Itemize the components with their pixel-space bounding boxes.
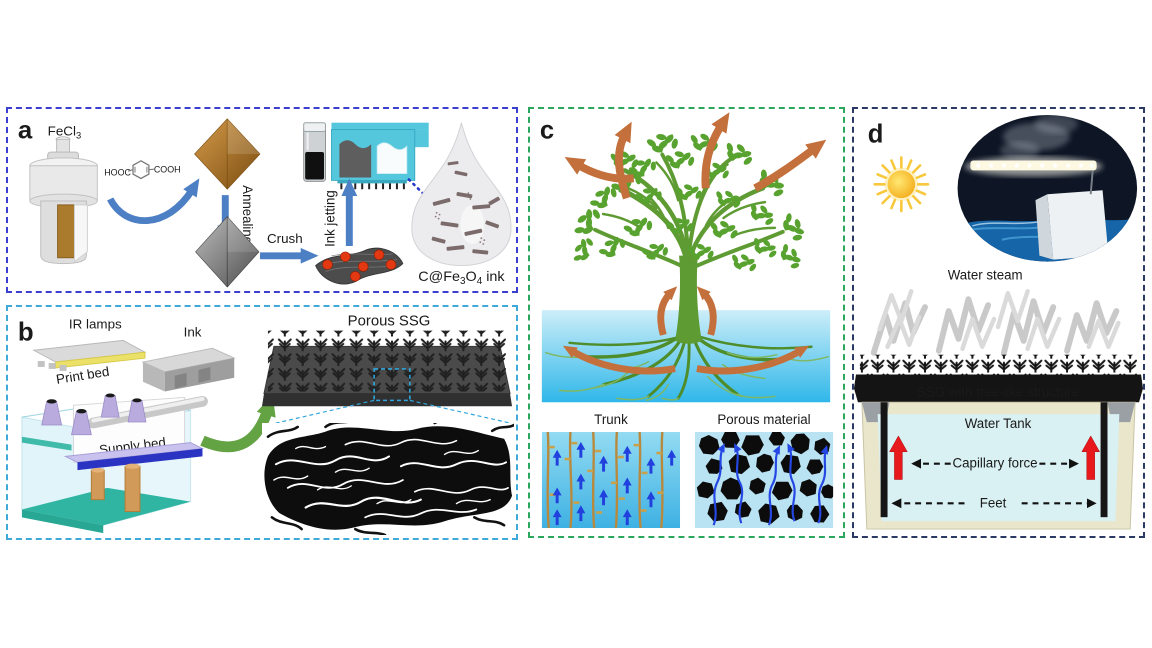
droplet-flakes	[431, 161, 500, 255]
droplet-stipple	[434, 192, 486, 245]
roller	[87, 395, 208, 429]
ink-vial-photo	[303, 122, 326, 182]
flake-with-nanoparticles	[315, 247, 404, 285]
mof-octahedron	[194, 118, 261, 190]
steam-wisps	[870, 289, 1121, 356]
annealing-label: Annealing	[240, 185, 255, 244]
porous-ssg-label: Porous SSG	[348, 314, 431, 330]
porous-material-image	[694, 431, 834, 529]
porous-ssg-slab	[262, 330, 513, 407]
porous-material-label: Porous material	[717, 412, 810, 427]
ssg-structure-label: SSG with tree-like structure	[917, 384, 1079, 399]
panel-c-illustration: c	[540, 112, 834, 529]
panel-a-letter: a	[18, 117, 33, 145]
sun-icon	[873, 156, 930, 213]
printer-tank: Supply bed	[21, 393, 208, 534]
process-green-arrow	[200, 394, 276, 453]
printed-cones	[41, 393, 147, 436]
ink-jetting-label: Ink jetting	[322, 190, 337, 247]
panel-b-illustration: b IR lamps Ink Print bed	[18, 314, 515, 536]
zoom-connector-left	[267, 399, 375, 426]
transpiration-arrows	[562, 112, 827, 375]
autoclave-illustration	[29, 136, 98, 265]
panel-a-synthesis: a FeCl3 HOOC CO	[6, 107, 518, 293]
capillary-force-label: Capillary force	[953, 456, 1038, 471]
carbonized-octahedron	[195, 216, 260, 288]
ir-lamp	[32, 339, 147, 371]
experiment-photo	[957, 114, 1138, 262]
zoom-connector-right	[409, 399, 511, 424]
porous-flow-arrows	[712, 443, 829, 526]
trunk-channels-image	[541, 431, 681, 529]
molecule-hooc-label: HOOC	[104, 168, 131, 178]
supply-bed-plate	[63, 442, 205, 471]
ink-name-label: C@Fe3O4 ink	[418, 269, 505, 287]
panel-a-illustration: a FeCl3 HOOC CO	[18, 117, 512, 288]
panel-c-letter: c	[540, 117, 554, 145]
panel-b-letter: b	[18, 319, 34, 347]
capillary-red-arrows	[889, 435, 1101, 480]
water-tank: Water Tank Capillary force Feet	[861, 401, 1136, 530]
water-tank-label: Water Tank	[965, 416, 1032, 431]
panel-d-letter: d	[868, 121, 884, 149]
foot-left	[880, 402, 888, 518]
foot-right	[1100, 402, 1108, 518]
molecule-cooh-label: COOH	[154, 165, 181, 175]
reaction-arrow	[107, 178, 200, 224]
trunk-label: Trunk	[594, 412, 628, 427]
support-posts	[90, 463, 141, 512]
ssg-layer: SSG with tree-like structure	[854, 354, 1143, 403]
panel-c-tree-mechanism: c	[528, 107, 845, 538]
zoom-box	[373, 368, 411, 402]
inkjet-printhead	[331, 122, 429, 190]
water-steam-label: Water steam	[948, 267, 1023, 282]
sem-fiber-network	[262, 422, 515, 536]
terephthalic-acid-molecule: HOOC COOH	[104, 160, 181, 180]
feet-label: Feet	[980, 495, 1007, 510]
crush-label: Crush	[267, 231, 303, 246]
panel-d-device: d	[852, 107, 1145, 538]
panel-b-printing: b IR lamps Ink Print bed	[6, 305, 518, 540]
ink-print-head	[141, 347, 236, 392]
ink-head-label: Ink	[184, 325, 202, 340]
fecl3-label: FeCl3	[48, 124, 82, 141]
ir-lamps-label: IR lamps	[69, 317, 122, 332]
panel-d-illustration: d	[854, 114, 1143, 530]
ink-droplet	[411, 122, 512, 267]
